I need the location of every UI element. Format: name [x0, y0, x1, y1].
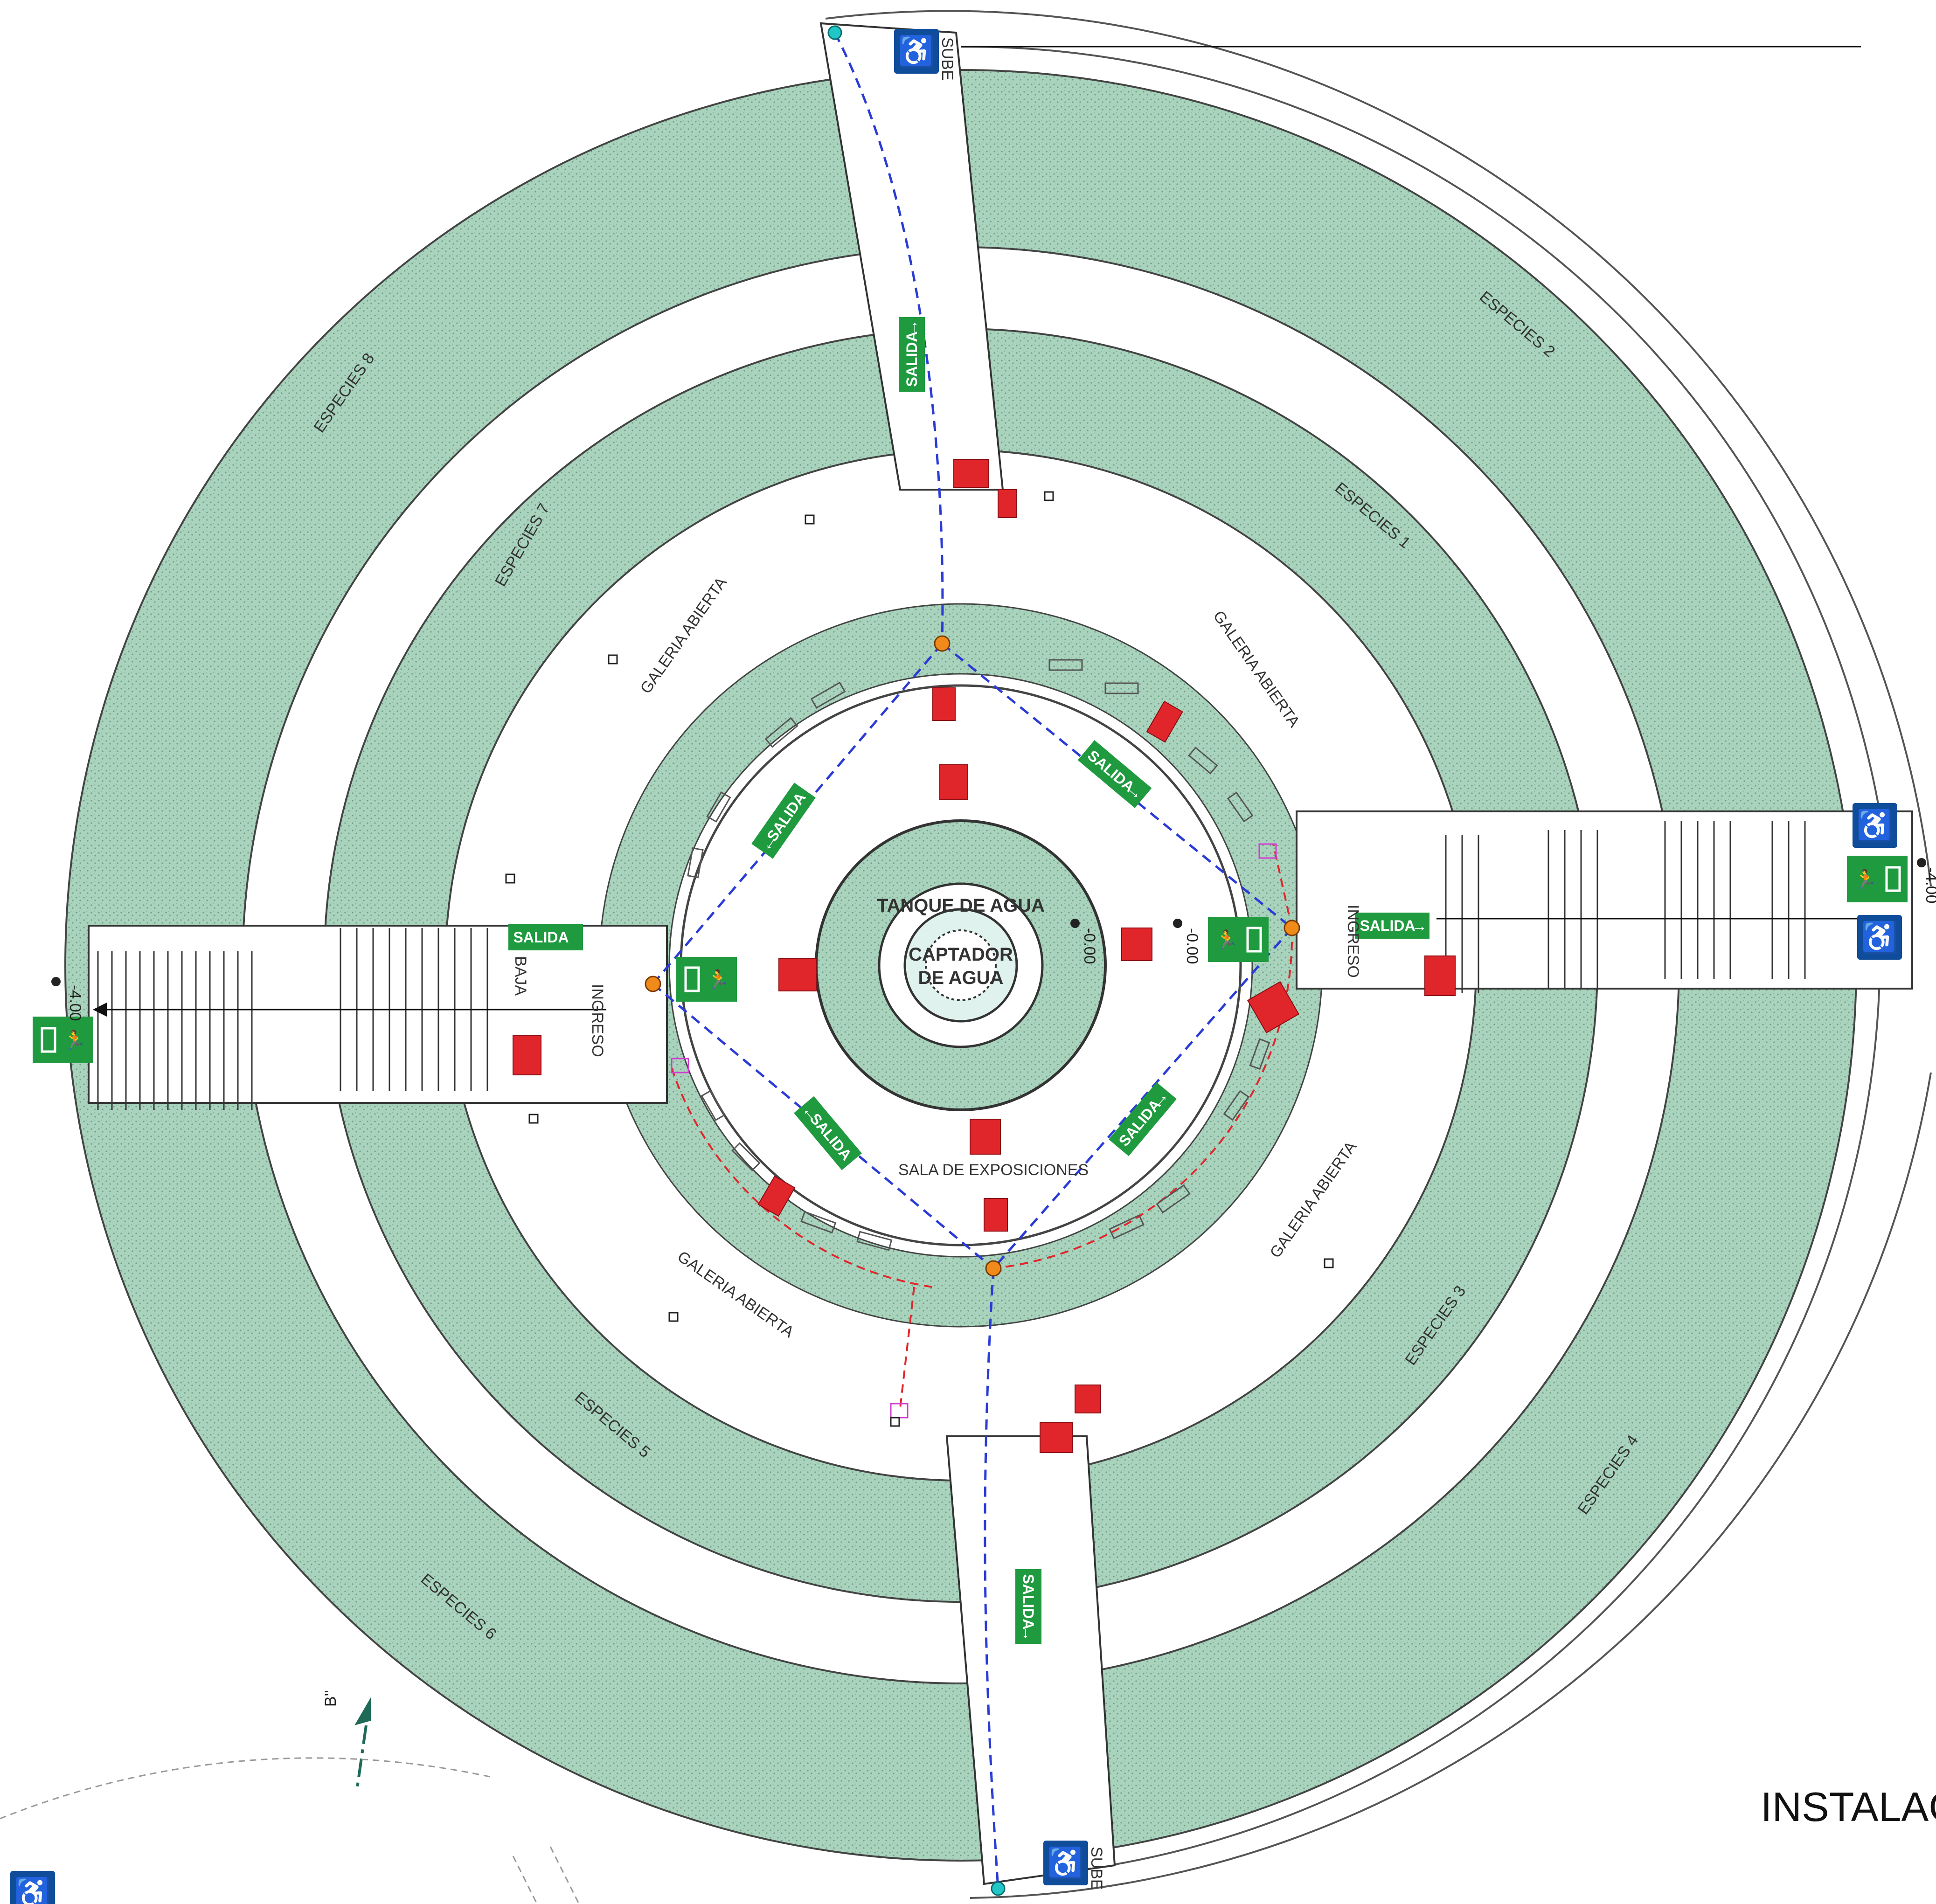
axis-lines — [93, 46, 1884, 1017]
tank-label: TANQUE DE AGUA — [877, 895, 1045, 916]
hub-south — [985, 1260, 1002, 1277]
captador-label-2: DE AGUA — [918, 968, 1004, 988]
hub-west — [645, 976, 661, 992]
exit-running-man-icon: 🏃 — [707, 969, 730, 990]
exit-running-man-icon: 🏃 — [1215, 929, 1238, 950]
wheelchair-icon: ♿ — [894, 29, 939, 74]
fire-extinguisher-icon — [998, 489, 1017, 518]
fire-extinguisher-icon — [1247, 981, 1300, 1034]
captador-label-1: CAPTADOR — [909, 944, 1013, 965]
extinguisher-hubs — [645, 635, 1300, 1277]
fire-safety-signs — [513, 459, 1456, 1453]
svg-text:♿: ♿ — [14, 1876, 51, 1904]
entry-label-west: INGRESO — [589, 984, 606, 1057]
stairs-down-label: BAJA — [512, 956, 529, 996]
wheelchair-icon: ♿ — [1857, 915, 1902, 960]
emergency-exit-sign-west-center: 🏃 — [676, 957, 737, 1002]
svg-text:♿: ♿ — [898, 35, 935, 68]
benches — [687, 659, 1270, 1251]
fire-extinguisher-icon — [1121, 928, 1152, 961]
fire-extinguisher-icon — [1424, 955, 1456, 996]
svg-text:-0.00: -0.00 — [1081, 928, 1098, 964]
wheelchair-icon: ♿ — [10, 1871, 55, 1904]
exit-running-man-icon: 🏃 — [1854, 868, 1877, 890]
stairs-up-label-south: SUBE — [1088, 1847, 1105, 1890]
exit-running-man-icon: 🏃 — [63, 1029, 86, 1051]
column-markers — [505, 491, 1334, 1427]
emergency-exit-sign-far-east: 🏃 — [1847, 856, 1908, 902]
adjacent-structure — [0, 1757, 579, 1903]
svg-text:→: → — [903, 319, 921, 335]
svg-text:-4.00: -4.00 — [66, 985, 84, 1021]
fire-extinguisher-icon — [939, 764, 968, 800]
section-marker: B'' — [322, 1690, 371, 1791]
emergency-exit-sign-far-west: 🏃 — [33, 1017, 93, 1063]
hub-north — [934, 635, 951, 652]
hub-east — [1284, 920, 1300, 936]
exit-sign-west: SALIDA — [508, 924, 583, 950]
exit-sign-south: SALIDA → — [1015, 1569, 1041, 1644]
accessibility-signs: ♿ ♿ ♿ ♿ ♿ — [10, 29, 1902, 1904]
svg-text:SALIDA: SALIDA — [513, 929, 569, 946]
exit-label: SALIDA — [903, 331, 920, 387]
walkways — [88, 22, 1913, 1885]
gallery-label-ne: GALERIA ABIERTA — [1209, 608, 1303, 731]
exit-sign-north: SALIDA → — [899, 317, 925, 392]
svg-text:♿: ♿ — [1861, 921, 1898, 954]
svg-text:♿: ♿ — [1856, 809, 1894, 842]
level-marker-icon — [1173, 919, 1182, 928]
emergency-light-icon — [932, 687, 956, 721]
plan-title: INSTALACION — [1761, 1784, 1936, 1830]
emergency-exit-sign-east-center: 🏃 — [1208, 917, 1269, 962]
svg-text:♿: ♿ — [1047, 1846, 1084, 1880]
entry-label-east: INGRESO — [1344, 905, 1362, 978]
level-marker-icon — [51, 977, 61, 986]
stairs-up-label-north: SUBE — [938, 37, 956, 81]
fire-extinguisher-icon — [1146, 700, 1183, 743]
exit-signs: SALIDA → SALIDA ← SALIDA → SALIDA SALIDA… — [33, 317, 1908, 1644]
gallery-label-nw: GALERIA ABIERTA — [637, 574, 730, 697]
fire-extinguisher-icon — [757, 1175, 796, 1217]
fire-extinguisher-icon — [778, 958, 817, 991]
level-marker-icon — [1070, 919, 1080, 928]
svg-text:B'': B'' — [322, 1690, 340, 1707]
level-markers: -4.00 -0.00 -0.00 -4.00 — [51, 858, 1936, 1021]
wheelchair-icon: ♿ — [1043, 1841, 1088, 1885]
fire-extinguisher-icon — [953, 459, 989, 488]
exit-sign-east: SALIDA → — [1355, 913, 1429, 939]
svg-text:-4.00: -4.00 — [1922, 867, 1936, 904]
outer-boundary — [825, 10, 1932, 1899]
svg-text:SALIDA: SALIDA — [1020, 1574, 1037, 1629]
fire-extinguisher-icon — [970, 1119, 1001, 1155]
gallery-label-se: GALERIA ABIERTA — [1266, 1138, 1360, 1261]
camera-icon — [827, 25, 1006, 1896]
svg-text:SALIDA: SALIDA — [1360, 917, 1415, 934]
collector-inner — [925, 929, 997, 1001]
emergency-light-icon — [984, 1198, 1008, 1232]
exhibition-room-label: SALA DE EXPOSICIONES — [898, 1161, 1089, 1179]
fire-extinguisher-icon — [1075, 1385, 1101, 1413]
svg-text:→: → — [1411, 917, 1427, 935]
fire-extinguisher-icon — [1040, 1422, 1073, 1453]
level-marker-icon — [1917, 858, 1926, 867]
svg-text:→: → — [1019, 1626, 1037, 1641]
svg-text:-0.00: -0.00 — [1183, 928, 1201, 964]
fire-extinguisher-icon — [513, 1035, 541, 1075]
east-stairs — [1445, 821, 1806, 993]
wheelchair-icon: ♿ — [1853, 803, 1897, 848]
